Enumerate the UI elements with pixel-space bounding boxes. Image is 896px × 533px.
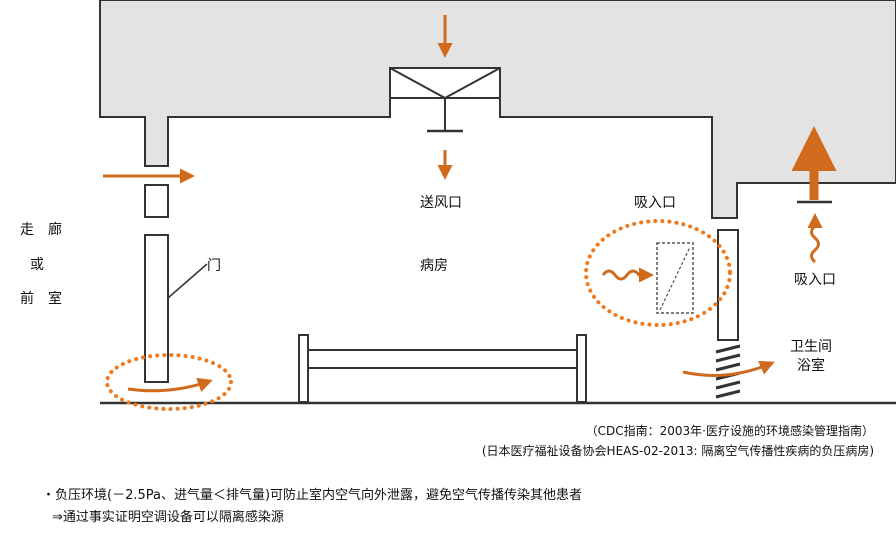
supply-diffuser (389, 67, 501, 99)
door (144, 234, 169, 383)
corridor-or-label: 或 (30, 257, 44, 273)
door-gap-highlight (105, 353, 233, 411)
door-gap-arrow (127, 377, 213, 393)
room-exhaust-label: 吸入口 (634, 195, 676, 211)
room-exhaust-grille (656, 242, 694, 314)
bed (298, 334, 587, 403)
bathroom-label: 卫生间 (790, 339, 832, 355)
shower-label: 浴室 (797, 358, 825, 374)
highlight-circles (105, 219, 732, 411)
anteroom-label: 前 室 (20, 291, 62, 307)
bath-exhaust-label: 吸入口 (794, 272, 836, 288)
door-leader-line (167, 263, 208, 299)
room-exhaust-highlight (584, 219, 732, 327)
room-label: 病房 (420, 258, 448, 274)
bathroom-door-arrow (682, 360, 775, 377)
source-citation-1: （CDC指南：2003年·医疗设施的环境感染管理指南） (585, 424, 874, 438)
spring-hinge (715, 344, 741, 399)
room-exhaust-grille-slash (659, 246, 691, 311)
door-label: 门 (207, 258, 221, 274)
bath-rising-arrow (807, 213, 823, 264)
bed-headboard (298, 334, 309, 403)
airflow-arrows (103, 15, 837, 393)
note-line-2: ⇒通过事实证明空调设备可以隔离感染源 (52, 510, 284, 525)
bed-footboard (576, 334, 587, 403)
note-line-1: ・负压环境(－2.5Pa、进气量＜排气量)可防止室内空气向外泄露，避免空气传播传… (42, 488, 583, 503)
corridor-label: 走 廊 (20, 222, 62, 238)
ceiling-structure (99, 0, 896, 219)
wall-segment (144, 184, 169, 218)
source-citation-2: (日本医疗福祉设备协会HEAS-02-2013: 隔离空气传播性疾病的负压病房) (481, 444, 874, 458)
supply-vent-label: 送风口 (420, 195, 462, 211)
room-exhaust-arrow (601, 267, 654, 283)
